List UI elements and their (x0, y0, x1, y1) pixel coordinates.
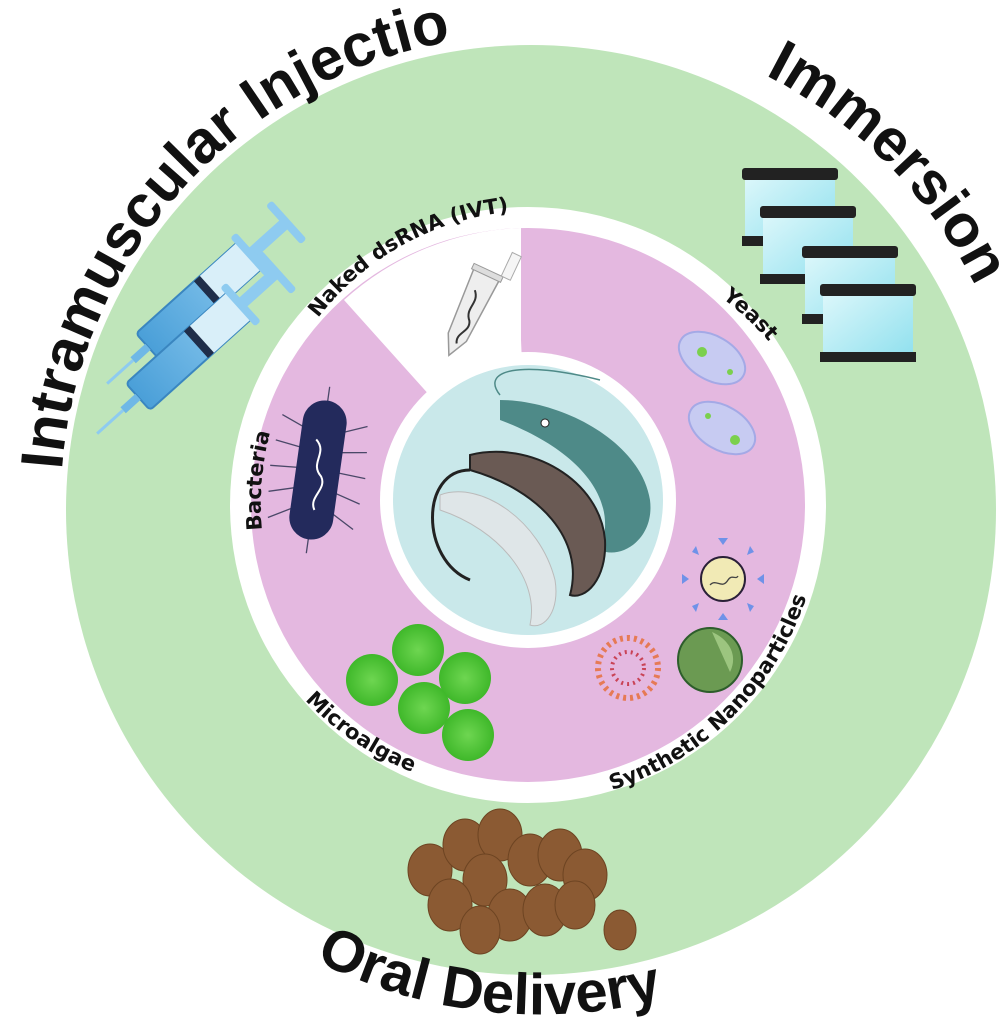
nanoparticle-icon (677, 538, 764, 693)
microalgae-cell-icon (346, 624, 494, 761)
syringe-icon (96, 251, 296, 435)
yeast-cell-icon (677, 330, 757, 456)
microtube-dna-icon (447, 251, 522, 357)
shrimp-icon (431, 368, 651, 627)
liposome-icon (595, 635, 661, 701)
syringe-icon (106, 201, 306, 385)
aquarium-tank-icon (742, 168, 916, 362)
bacterium-icon (267, 386, 368, 554)
feed-pellet-icon (407, 808, 637, 955)
